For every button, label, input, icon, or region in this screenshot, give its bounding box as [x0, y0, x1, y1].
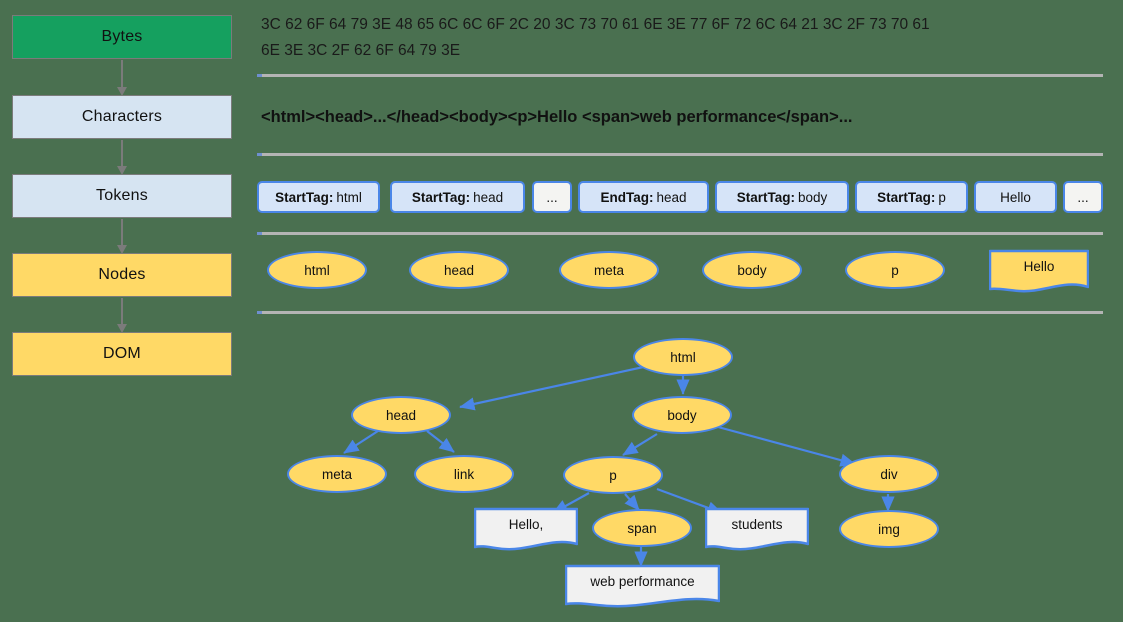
divider-anchor-dot	[257, 232, 262, 235]
tree-node-text-students[interactable]: students	[705, 507, 809, 551]
tree-node-p[interactable]: p	[563, 456, 663, 494]
tree-node-label: web performance	[590, 573, 695, 589]
divider-tokens-nodes	[257, 232, 1103, 235]
tree-node-body[interactable]: body	[632, 396, 732, 434]
tree-node-link[interactable]: link	[414, 455, 514, 493]
node-chip-head[interactable]: head	[409, 251, 509, 289]
edge-body-div	[717, 425, 856, 467]
pipeline-arrow-4	[117, 298, 127, 333]
tree-node-span[interactable]: span	[592, 509, 692, 547]
node-chip-label: Hello	[1023, 258, 1055, 274]
edge-html-head	[459, 364, 649, 411]
token-chip-hello[interactable]: Hello	[974, 181, 1057, 213]
text-node-shape	[474, 507, 578, 551]
token-chip-endtag-head[interactable]: EndTag:head	[578, 181, 709, 213]
divider-nodes-dom	[257, 311, 1103, 314]
edge-body-p	[622, 433, 658, 456]
pipeline-arrow-3	[117, 219, 127, 254]
text-node-shape	[989, 249, 1089, 293]
pipeline-arrow-2	[117, 140, 127, 175]
divider-anchor-dot	[257, 153, 262, 156]
token-kind-label: StartTag:	[736, 189, 795, 205]
characters-markup-text: <html><head>...</head><body><p>Hello <sp…	[261, 108, 853, 126]
token-value-label: p	[938, 189, 946, 205]
node-chip-text-hello[interactable]: Hello	[989, 249, 1089, 293]
tree-node-head[interactable]: head	[351, 396, 451, 434]
token-chip-ellipsis-1[interactable]: ...	[532, 181, 572, 213]
node-chip-html[interactable]: html	[267, 251, 367, 289]
tree-node-text-hello[interactable]: Hello,	[474, 507, 578, 551]
token-value-label: head	[473, 189, 504, 205]
token-chip-starttag-html[interactable]: StartTag:html	[257, 181, 380, 213]
node-chip-body[interactable]: body	[702, 251, 802, 289]
tree-node-label: students	[731, 516, 783, 532]
bytes-hex-text: 3C 62 6F 64 79 3E 48 65 6C 6C 6F 2C 20 3…	[261, 16, 930, 59]
token-chip-starttag-p[interactable]: StartTag:p	[855, 181, 968, 213]
token-chip-starttag-head[interactable]: StartTag:head	[390, 181, 525, 213]
edge-p-span	[624, 493, 640, 511]
pipeline-stage-nodes[interactable]: Nodes	[12, 253, 232, 297]
token-kind-label: StartTag:	[877, 189, 936, 205]
token-value-label: ...	[1077, 189, 1089, 205]
token-value-label: ...	[546, 189, 558, 205]
edge-head-link	[426, 430, 455, 453]
text-node-shape	[565, 564, 720, 608]
token-value-label: head	[656, 189, 687, 205]
divider-anchor-dot	[257, 311, 262, 314]
pipeline-stage-bytes[interactable]: Bytes	[12, 15, 232, 59]
divider-bytes-characters	[257, 74, 1103, 77]
text-node-shape	[705, 507, 809, 551]
token-value-label: html	[336, 189, 362, 205]
tree-node-meta[interactable]: meta	[287, 455, 387, 493]
pipeline-stage-dom[interactable]: DOM	[12, 332, 232, 376]
divider-anchor-dot	[257, 74, 262, 77]
tree-node-html[interactable]: html	[633, 338, 733, 376]
edge-head-meta	[343, 430, 379, 454]
pipeline-arrow-1	[117, 60, 127, 96]
divider-characters-tokens	[257, 153, 1103, 156]
tree-node-div[interactable]: div	[839, 455, 939, 493]
token-kind-label: StartTag:	[275, 189, 334, 205]
node-chip-meta[interactable]: meta	[559, 251, 659, 289]
tree-node-text-web-performance[interactable]: web performance	[565, 564, 720, 608]
token-kind-label: StartTag:	[411, 189, 471, 205]
token-value-label: Hello	[1000, 189, 1031, 205]
pipeline-stage-tokens[interactable]: Tokens	[12, 174, 232, 218]
pipeline-stage-characters[interactable]: Characters	[12, 95, 232, 139]
node-chip-p[interactable]: p	[845, 251, 945, 289]
tree-node-label: Hello,	[508, 516, 544, 532]
token-chip-starttag-body[interactable]: StartTag:body	[715, 181, 849, 213]
tree-node-img[interactable]: img	[839, 510, 939, 548]
token-value-label: body	[797, 189, 828, 205]
token-kind-label: EndTag:	[600, 189, 654, 205]
token-chip-ellipsis-2[interactable]: ...	[1063, 181, 1103, 213]
